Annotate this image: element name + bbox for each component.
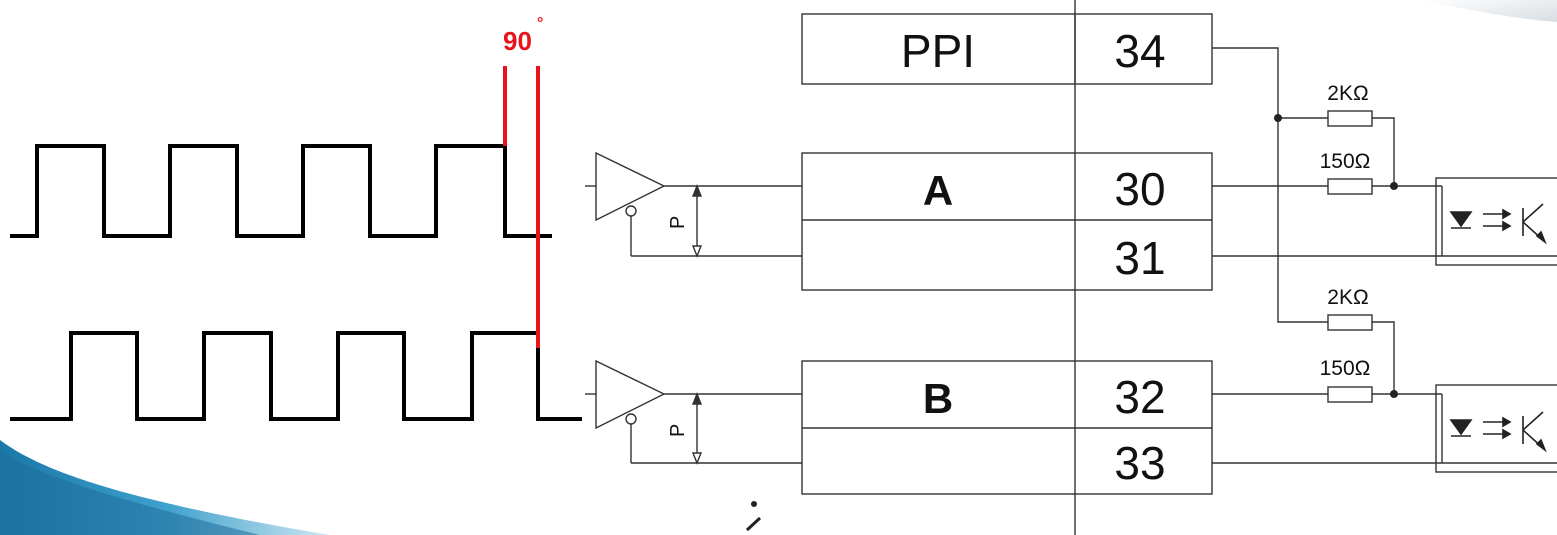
optocoupler-symbols	[1449, 203, 1547, 453]
resistor-150-b-label: 150Ω	[1320, 357, 1371, 380]
phase-angle-value: 90	[503, 26, 532, 56]
receiver-b-p-label: P	[667, 424, 689, 437]
led-b-icon	[1449, 419, 1473, 436]
channel-b-waveform	[10, 331, 582, 421]
resistor-2k-a-label: 2KΩ	[1327, 82, 1368, 105]
circuit-wiring	[585, 0, 1557, 535]
optocoupler-b	[1435, 384, 1557, 473]
phase-marker-label: 90 °	[503, 15, 543, 56]
pin-33-label: 33	[1114, 437, 1165, 489]
resistor-150-b	[1327, 386, 1373, 403]
channel-b-label: B	[923, 375, 953, 422]
receiver-a-p-label: P	[667, 216, 689, 229]
pin-30-label: 30	[1114, 163, 1165, 215]
stray-mark	[745, 501, 762, 532]
phase-marker-lines	[503, 66, 540, 348]
resistor-150-a	[1327, 178, 1373, 195]
resistor-2k-a	[1327, 110, 1373, 127]
ppi-label: PPI	[901, 25, 975, 77]
line-receiver-b	[595, 359, 666, 430]
resistor-150-a-label: 150Ω	[1320, 150, 1371, 173]
resistor-2k-b-label: 2KΩ	[1327, 286, 1368, 309]
line-receiver-a	[595, 151, 666, 222]
optocoupler-a	[1435, 177, 1557, 266]
junction-dots	[1274, 114, 1398, 398]
led-a-icon	[1449, 211, 1473, 228]
ppi-block	[801, 13, 1213, 85]
pin-31-label: 31	[1114, 232, 1165, 284]
pin-34-label: 34	[1114, 25, 1165, 77]
channel-a-block	[801, 152, 1213, 291]
channel-a-waveform	[10, 144, 552, 238]
channel-a-label: A	[923, 167, 953, 214]
degree-symbol: °	[537, 15, 543, 32]
resistor-2k-b	[1327, 314, 1373, 331]
pin-32-label: 32	[1114, 371, 1165, 423]
